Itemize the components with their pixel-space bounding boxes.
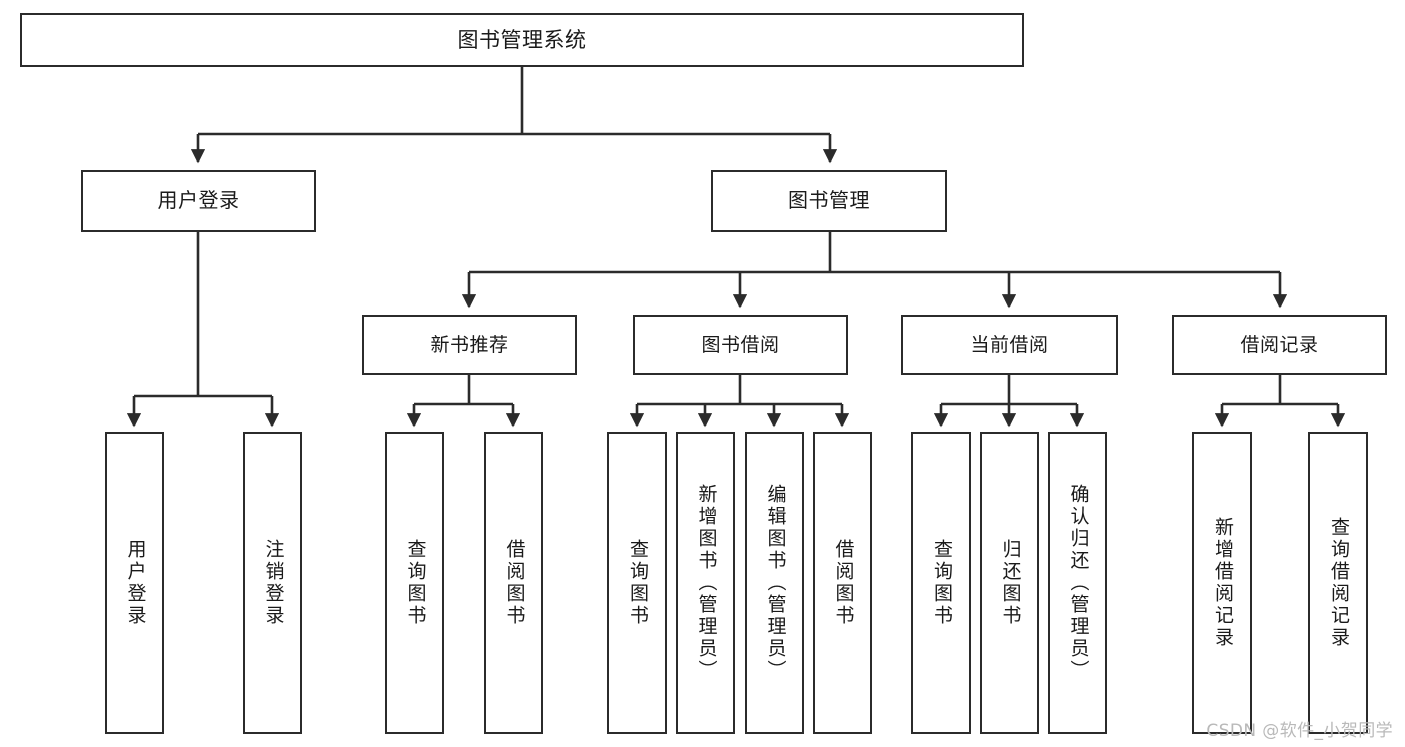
node-leaf-return-book-label: 归还图书	[999, 539, 1022, 627]
node-leaf-add-book[interactable]: 新增图书（管理员）	[676, 432, 735, 734]
node-borrow-record-label: 借阅记录	[1240, 333, 1319, 356]
node-leaf-confirm-return-label: 确认归还（管理员）	[1067, 484, 1090, 682]
node-root[interactable]: 图书管理系统	[20, 13, 1024, 67]
node-leaf-edit-book-label: 编辑图书（管理员）	[764, 484, 787, 682]
node-leaf-confirm-return[interactable]: 确认归还（管理员）	[1048, 432, 1107, 734]
node-new-book-recommend-label: 新书推荐	[430, 333, 509, 356]
node-user-login-label: 用户登录	[157, 188, 240, 213]
node-leaf-query-book-1-label: 查询图书	[404, 539, 427, 627]
node-new-book-recommend[interactable]: 新书推荐	[362, 315, 577, 375]
node-user-login[interactable]: 用户登录	[81, 170, 316, 232]
node-leaf-borrow-book-1[interactable]: 借阅图书	[484, 432, 543, 734]
node-leaf-query-book-3-label: 查询图书	[930, 539, 953, 627]
node-leaf-query-book-2-label: 查询图书	[626, 539, 649, 627]
node-leaf-user-login-label: 用户登录	[124, 539, 147, 627]
node-leaf-query-book-3[interactable]: 查询图书	[911, 432, 971, 734]
node-leaf-borrow-book-2-label: 借阅图书	[832, 539, 855, 627]
node-leaf-query-book-2[interactable]: 查询图书	[607, 432, 667, 734]
node-leaf-add-record[interactable]: 新增借阅记录	[1192, 432, 1252, 734]
node-leaf-add-book-label: 新增图书（管理员）	[695, 484, 718, 682]
node-book-manage[interactable]: 图书管理	[711, 170, 947, 232]
node-leaf-query-book-1[interactable]: 查询图书	[385, 432, 444, 734]
node-current-borrow[interactable]: 当前借阅	[901, 315, 1118, 375]
node-leaf-query-record[interactable]: 查询借阅记录	[1308, 432, 1368, 734]
node-leaf-return-book[interactable]: 归还图书	[980, 432, 1039, 734]
node-current-borrow-label: 当前借阅	[970, 333, 1049, 356]
node-leaf-borrow-book-1-label: 借阅图书	[503, 539, 526, 627]
node-leaf-user-logout-label: 注销登录	[262, 539, 285, 627]
watermark: CSDN @软件_小贺同学	[1206, 721, 1393, 741]
node-root-label: 图书管理系统	[457, 27, 587, 52]
node-leaf-borrow-book-2[interactable]: 借阅图书	[813, 432, 872, 734]
node-leaf-user-login[interactable]: 用户登录	[105, 432, 164, 734]
node-book-borrow-label: 图书借阅	[701, 333, 780, 356]
node-leaf-add-record-label: 新增借阅记录	[1211, 517, 1234, 649]
node-book-manage-label: 图书管理	[788, 188, 870, 213]
node-borrow-record[interactable]: 借阅记录	[1172, 315, 1387, 375]
node-leaf-query-record-label: 查询借阅记录	[1327, 517, 1350, 649]
node-leaf-user-logout[interactable]: 注销登录	[243, 432, 302, 734]
node-book-borrow[interactable]: 图书借阅	[633, 315, 848, 375]
node-leaf-edit-book[interactable]: 编辑图书（管理员）	[745, 432, 804, 734]
